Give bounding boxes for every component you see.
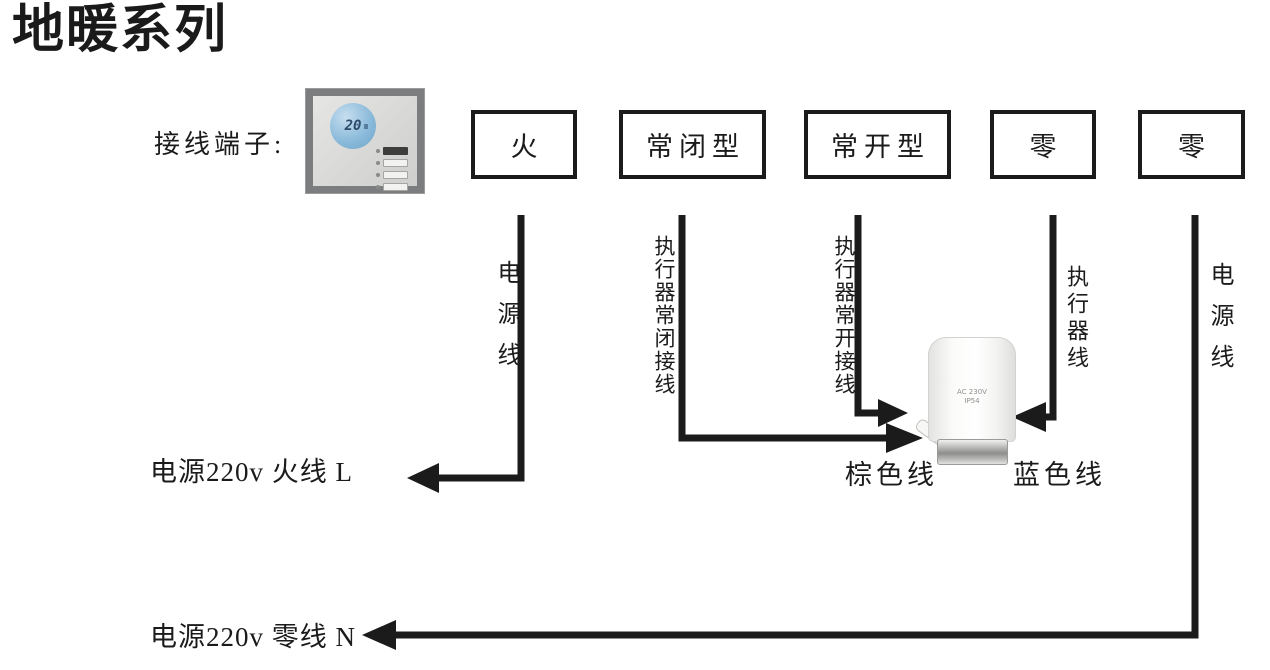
thermostat-faceplate: 20: [313, 96, 417, 191]
arrowhead-left-neutral-icon: [362, 620, 396, 650]
thermostat-button-row: [376, 159, 410, 167]
thermostat-button: [383, 147, 408, 155]
thermostat-button: [383, 183, 408, 191]
page-title: 地暖系列: [12, 0, 229, 60]
thermostat-lcd-display: 20: [330, 103, 376, 149]
thermostat-button: [383, 171, 408, 179]
wire-neutral-power: [394, 215, 1199, 639]
wire-actuator: [1044, 215, 1057, 421]
actuator-chrome-base: [937, 439, 1008, 465]
thermostat-button-row: [376, 183, 410, 191]
wire-label-actuator: 执行器线: [1064, 265, 1089, 373]
actuator-body-text: AC 230V IP54: [957, 388, 987, 405]
thermostat-image: 20: [306, 89, 424, 193]
terminal-box-normally-closed: 常闭型: [619, 110, 766, 179]
button-indicator-icon: [376, 149, 380, 153]
arrowhead-right-nc-icon: [886, 423, 923, 453]
wire-label-live-power: 电源线: [493, 260, 519, 383]
wire-live-power: [437, 215, 525, 482]
annotation-live-line: 电源220v 火线 L: [150, 457, 353, 487]
thermostat-temperature-value: 20: [344, 118, 362, 134]
terminal-box-neutral-2: 零: [1138, 110, 1245, 179]
annotation-blue-wire: 蓝色线: [1013, 460, 1106, 490]
arrowhead-left-actuator-icon: [1012, 402, 1046, 432]
terminal-section-label: 接线端子:: [154, 130, 286, 159]
button-indicator-icon: [376, 173, 380, 177]
button-indicator-icon: [376, 161, 380, 165]
terminal-box-normally-open: 常开型: [804, 110, 951, 179]
wire-nc-actuator: [678, 215, 888, 442]
terminal-box-live: 火: [471, 110, 577, 179]
annotation-brown-wire: 棕色线: [845, 460, 938, 490]
thermostat-button-row: [376, 171, 410, 179]
thermostat-button: [383, 159, 408, 167]
actuator-image: AC 230V IP54: [900, 332, 1020, 470]
thermostat-unit-mark: [364, 124, 368, 129]
annotation-neutral-line: 电源220v 零线 N: [150, 622, 356, 652]
arrowhead-right-no-icon: [878, 399, 908, 427]
button-indicator-icon: [376, 185, 380, 189]
wire-label-nc-actuator: 执行器常闭接线: [652, 235, 676, 396]
thermostat-buttons: [376, 147, 410, 195]
thermostat-button-row: [376, 147, 410, 155]
wire-label-no-actuator: 执行器常开接线: [832, 235, 856, 396]
terminal-box-neutral-1: 零: [990, 110, 1096, 179]
wire-no-actuator: [854, 215, 880, 417]
wire-label-neutral-power: 电源线: [1206, 262, 1232, 385]
arrowhead-left-live-icon: [407, 463, 439, 493]
actuator-body: AC 230V IP54: [928, 337, 1016, 442]
